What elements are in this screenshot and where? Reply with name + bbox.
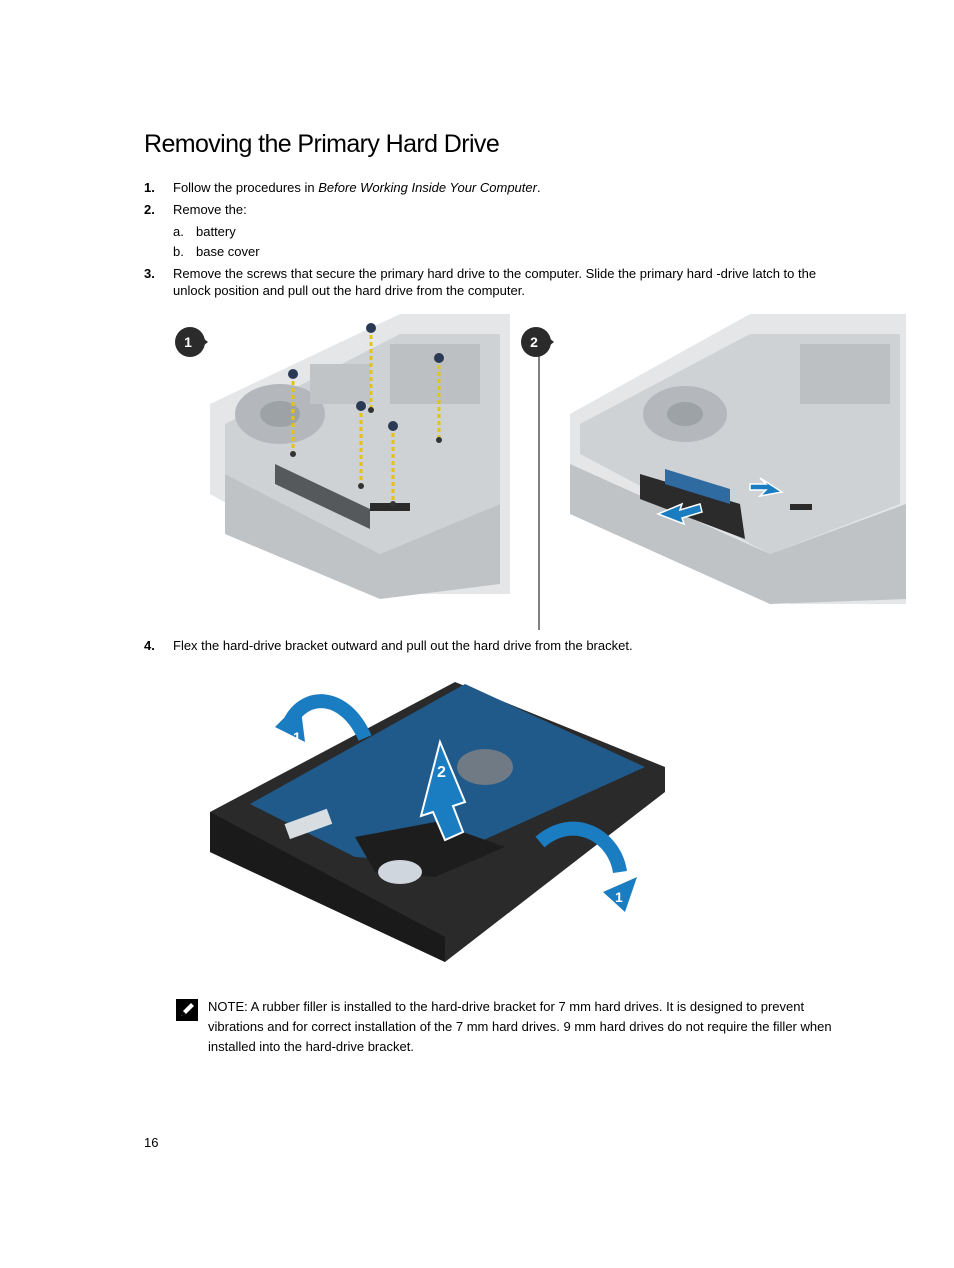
note-label: NOTE: (208, 999, 248, 1014)
step-text-line1: Remove the screws that secure the primar… (173, 266, 817, 281)
page-number: 16 (144, 1135, 159, 1150)
substep-letter: a. (173, 224, 184, 239)
arrow-left-label: 1 (293, 729, 301, 745)
arrow-up-label: 2 (437, 764, 446, 781)
substep-text: base cover (196, 244, 260, 259)
flex-arrow-left: 1 (275, 694, 372, 745)
step-text: Remove the: (173, 202, 247, 217)
step-text: Flex the hard-drive bracket outward and … (173, 638, 633, 653)
substep-text: battery (196, 224, 236, 239)
substep-letter: b. (173, 244, 184, 259)
step-number: 2. (144, 202, 155, 217)
laptop-base-right (570, 314, 906, 604)
substep-a: a. battery (173, 223, 236, 240)
note-text: NOTE: A rubber filler is installed to th… (208, 997, 848, 1057)
flex-arrow-right: 1 (535, 821, 637, 912)
laptop-base-left (210, 314, 510, 599)
step-text-line2: unlock position and pull out the hard dr… (173, 283, 525, 298)
step-number: 1. (144, 180, 155, 195)
procedure-link[interactable]: Before Working Inside Your Computer (318, 180, 537, 195)
hard-drive-removal-figure: 1 2 (175, 314, 906, 630)
arrow-right-label: 1 (615, 889, 623, 905)
slide-arrows (655, 477, 785, 526)
note-pencil-icon (176, 999, 198, 1021)
step-text-end: . (536, 180, 541, 195)
pull-arrow-up: 2 (419, 738, 467, 842)
callout-2-label: 2 (530, 334, 538, 350)
step-number: 4. (144, 638, 155, 653)
callout-1-label: 1 (184, 334, 192, 350)
substep-b: b. base cover (173, 243, 260, 260)
hard-drive-bracket-figure: 1 2 1 (210, 682, 665, 962)
callout-2-badge: 2 (521, 327, 554, 357)
page-title: Removing the Primary Hard Drive (144, 130, 500, 158)
screws (288, 323, 444, 507)
step-number: 3. (144, 266, 155, 281)
callout-1-badge: 1 (175, 327, 208, 357)
step-text: Follow the procedures in (173, 180, 319, 195)
note-body: A rubber filler is installed to the hard… (208, 999, 832, 1054)
